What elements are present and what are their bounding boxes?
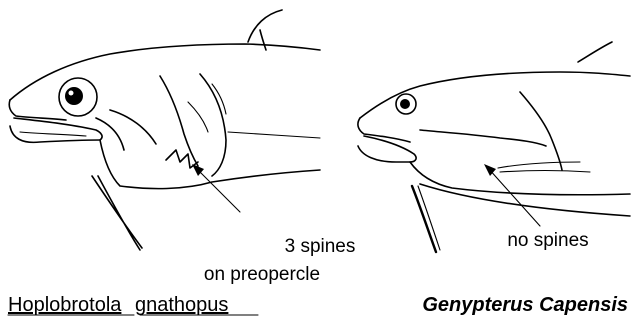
right-fish-pupil	[400, 99, 410, 109]
left-annotation-line1: 3 spines	[285, 236, 356, 257]
left-fish-lateral-line	[228, 132, 320, 138]
left-fish-snout	[9, 100, 66, 120]
left-annotation-line2: on preopercle	[204, 264, 320, 285]
left-fish-pupil-glint	[69, 91, 74, 96]
right-fish-drawing	[358, 42, 630, 252]
right-fish-dorsal-fin	[578, 42, 612, 62]
right-fish-snout	[358, 118, 410, 142]
right-annotation: no spines	[507, 230, 588, 251]
right-fish-gill-cover	[520, 92, 562, 170]
right-fish-pelvic-fin	[412, 186, 436, 252]
right-fish-name: Genypterus Capensis	[422, 294, 628, 316]
left-fish-genus: Hoplobrotola	[8, 294, 122, 316]
left-fish-name: Hoplobrotola gnathopus	[8, 294, 228, 316]
left-fish-back-outline	[10, 44, 320, 100]
right-fish-opercle	[420, 130, 546, 146]
left-fish-pupil	[65, 87, 83, 105]
right-annotation-pointer	[488, 168, 540, 226]
right-fish-lower-edge	[420, 184, 630, 216]
left-fish-upper-jaw	[14, 118, 102, 140]
left-fish-species: gnathopus	[135, 294, 228, 316]
right-fish-pectoral-fin	[498, 162, 590, 172]
left-fish-cheek	[96, 110, 156, 150]
left-annotation-pointer	[196, 168, 240, 212]
left-fish-drawing	[9, 10, 320, 250]
left-fish-lip-line	[20, 132, 86, 136]
right-fish-pelvic-fin-2	[418, 186, 440, 250]
